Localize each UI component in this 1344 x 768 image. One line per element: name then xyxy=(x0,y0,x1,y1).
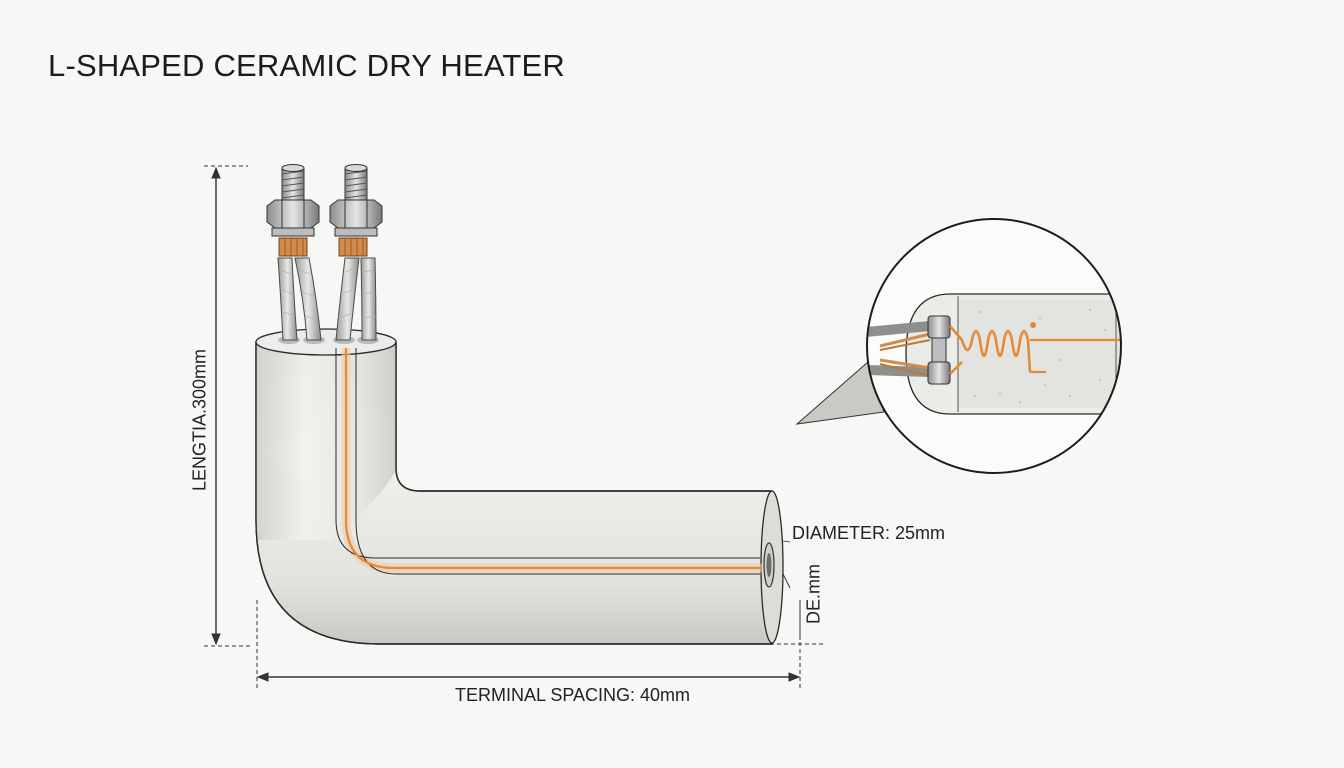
internal-heating-element xyxy=(335,348,762,575)
terminal-bolt-left xyxy=(266,164,320,237)
detail-view-callout xyxy=(795,218,1122,474)
diameter-label: DIAMETER: 25mm xyxy=(792,523,946,543)
terminal-spacing-dimension-line xyxy=(256,600,801,688)
lead-wires xyxy=(277,237,377,341)
length-dimension-line xyxy=(204,165,250,647)
terminal-bolt-right xyxy=(329,164,383,237)
diameter-side-label: DE.mm xyxy=(803,564,824,624)
terminal-spacing-label: TERMINAL SPACING: 40mm xyxy=(455,685,691,705)
diagram-title: L-SHAPED CERAMIC DRY HEATER xyxy=(48,48,566,83)
ceramic-heater-body xyxy=(255,328,784,645)
length-label: LENGTIA.300mm xyxy=(189,348,210,492)
